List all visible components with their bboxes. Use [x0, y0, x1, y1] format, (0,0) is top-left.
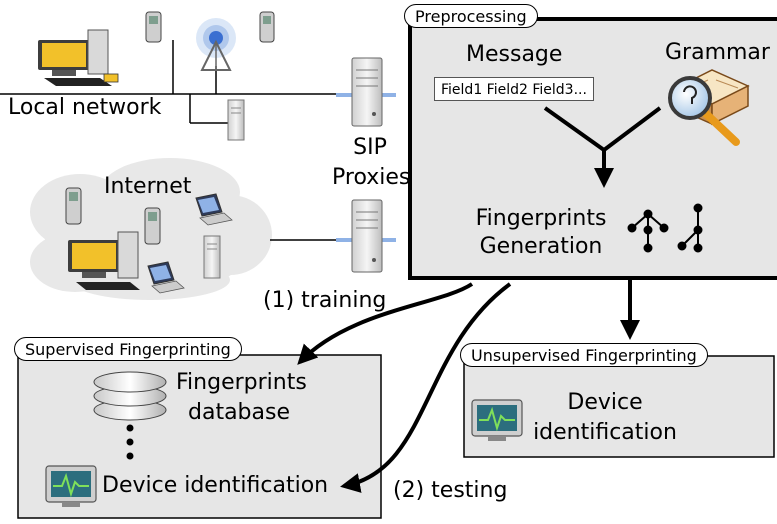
unsup-identification-label: identification [533, 420, 677, 445]
internet-label: Internet [104, 174, 192, 199]
flow-arrows [297, 106, 662, 493]
server-icon [203, 235, 221, 279]
laptop-icon [147, 261, 185, 294]
desktop-computer-icon [68, 231, 140, 290]
magnifier-icon [668, 76, 740, 146]
local-network-label: Local network [8, 95, 162, 120]
sip-label: SIP [353, 135, 387, 160]
proxies-label: Proxies [332, 165, 411, 190]
ellipsis-dots [126, 424, 134, 460]
grammar-label: Grammar [665, 40, 770, 65]
database-icon [93, 371, 167, 421]
device-identification-label: Device identification [102, 473, 329, 498]
phone-icon [259, 11, 275, 43]
phone-icon [65, 187, 82, 225]
wireless-antenna-icon [196, 18, 236, 71]
testing-edge-label: (2) testing [393, 478, 508, 503]
db-label-line2: database [188, 400, 290, 425]
message-label: Message [466, 42, 563, 67]
db-label-line1: Fingerprints [176, 370, 307, 395]
supervised-tab: Supervised Fingerprinting [14, 337, 242, 361]
unsup-device-label: Device [567, 390, 643, 415]
desktop-computer-icon [38, 29, 119, 86]
sip-proxy-server-icon [336, 57, 396, 127]
message-fields-box: Field1 Field2 Field3... [434, 77, 594, 101]
monitor-heartbeat-icon [45, 465, 97, 507]
phone-icon [144, 207, 161, 245]
phone-icon [145, 11, 162, 43]
preprocessing-panel [408, 17, 777, 280]
laptop-icon [195, 193, 233, 226]
tree-structure-icon [677, 203, 703, 253]
tree-structure-icon [627, 209, 669, 253]
server-icon [227, 99, 245, 141]
preprocessing-tab: Preprocessing [404, 4, 538, 28]
fingerprints-label: Fingerprints [475, 206, 607, 231]
monitor-heartbeat-icon [471, 399, 523, 441]
unsupervised-tab: Unsupervised Fingerprinting [460, 343, 708, 367]
generation-label: Generation [479, 234, 603, 259]
sip-proxy-server-icon [336, 199, 396, 273]
training-edge-label: (1) training [263, 288, 387, 313]
